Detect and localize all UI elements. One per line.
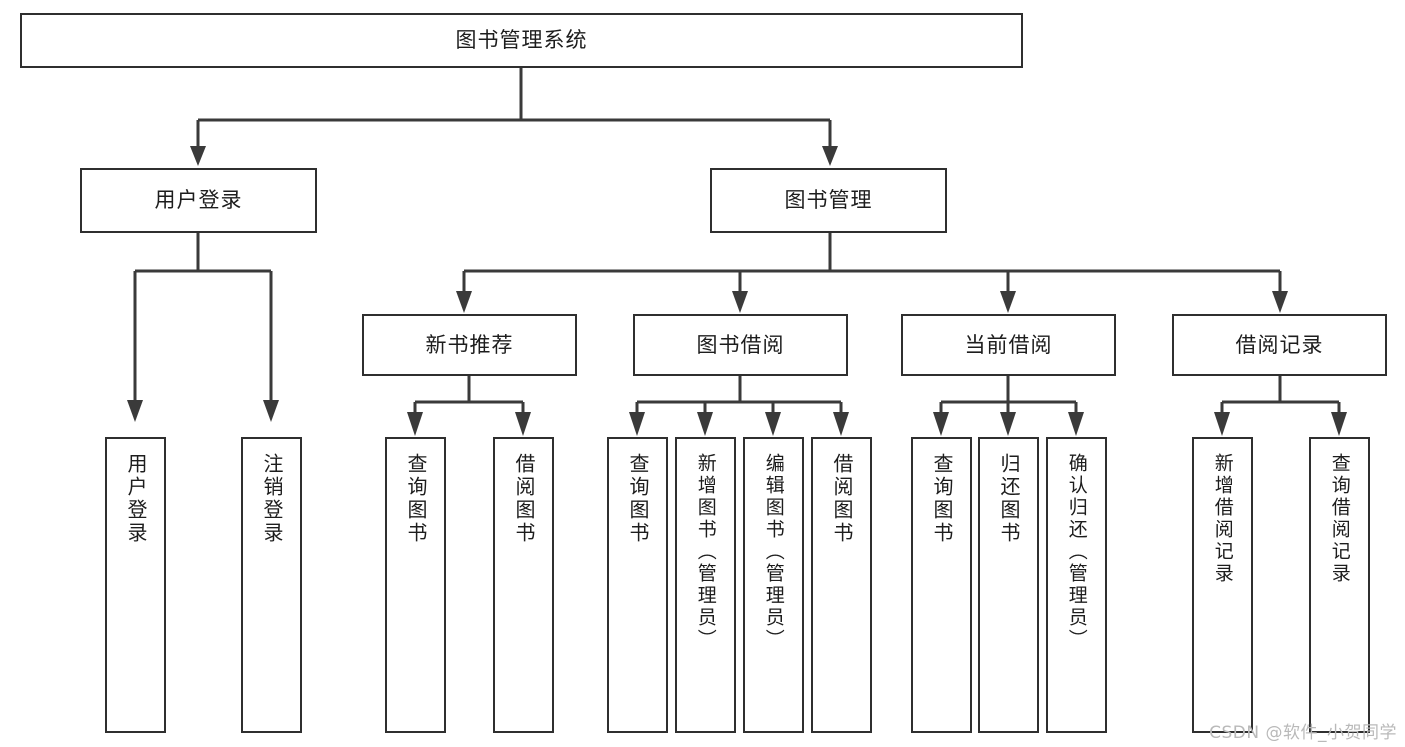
- node-book-management[interactable]: 图书管理: [710, 168, 947, 233]
- leaf-label: 用户登录: [124, 453, 148, 545]
- leaf-label: 查询图书: [930, 453, 954, 545]
- leaf-query-borrow-record[interactable]: 查询借阅记录: [1309, 437, 1370, 733]
- leaf-query-book-borrow[interactable]: 查询图书: [607, 437, 668, 733]
- leaf-logout-login[interactable]: 注销登录: [241, 437, 302, 733]
- node-label: 借阅记录: [1235, 332, 1324, 357]
- leaf-confirm-return-admin[interactable]: 确认归还（管理员）: [1046, 437, 1107, 733]
- node-borrow-record[interactable]: 借阅记录: [1172, 314, 1387, 376]
- leaf-user-login[interactable]: 用户登录: [105, 437, 166, 733]
- leaf-add-book-admin[interactable]: 新增图书（管理员）: [675, 437, 736, 733]
- node-label: 用户登录: [154, 188, 243, 213]
- leaf-label: 查询图书: [626, 453, 650, 545]
- leaf-label: 查询图书: [404, 453, 428, 545]
- leaf-label: 借阅图书: [830, 453, 854, 545]
- leaf-label: 新增图书（管理员）: [694, 453, 717, 651]
- leaf-label: 注销登录: [260, 453, 284, 545]
- leaf-edit-book-admin[interactable]: 编辑图书（管理员）: [743, 437, 804, 733]
- node-label: 图书管理系统: [455, 28, 588, 53]
- leaf-add-borrow-record[interactable]: 新增借阅记录: [1192, 437, 1253, 733]
- leaf-label: 编辑图书（管理员）: [762, 453, 785, 651]
- node-root-book-management-system[interactable]: 图书管理系统: [20, 13, 1023, 68]
- node-label: 新书推荐: [425, 332, 514, 357]
- leaf-query-book-newbook[interactable]: 查询图书: [385, 437, 446, 733]
- node-new-book-recommendation[interactable]: 新书推荐: [362, 314, 577, 376]
- leaf-label: 确认归还（管理员）: [1065, 453, 1088, 651]
- leaf-borrow-book-newbook[interactable]: 借阅图书: [493, 437, 554, 733]
- leaf-label: 归还图书: [997, 453, 1021, 545]
- leaf-query-book-current[interactable]: 查询图书: [911, 437, 972, 733]
- leaf-label: 新增借阅记录: [1211, 453, 1234, 585]
- leaf-return-book[interactable]: 归还图书: [978, 437, 1039, 733]
- node-label: 图书借阅: [696, 332, 785, 357]
- node-book-borrow[interactable]: 图书借阅: [633, 314, 848, 376]
- node-current-borrow[interactable]: 当前借阅: [901, 314, 1116, 376]
- node-user-login[interactable]: 用户登录: [80, 168, 317, 233]
- leaf-borrow-book[interactable]: 借阅图书: [811, 437, 872, 733]
- leaf-label: 查询借阅记录: [1328, 453, 1351, 585]
- leaf-label: 借阅图书: [512, 453, 536, 545]
- watermark: CSDN @软件_小贺同学: [1209, 723, 1397, 743]
- node-label: 当前借阅: [964, 332, 1053, 357]
- node-label: 图书管理: [784, 188, 873, 213]
